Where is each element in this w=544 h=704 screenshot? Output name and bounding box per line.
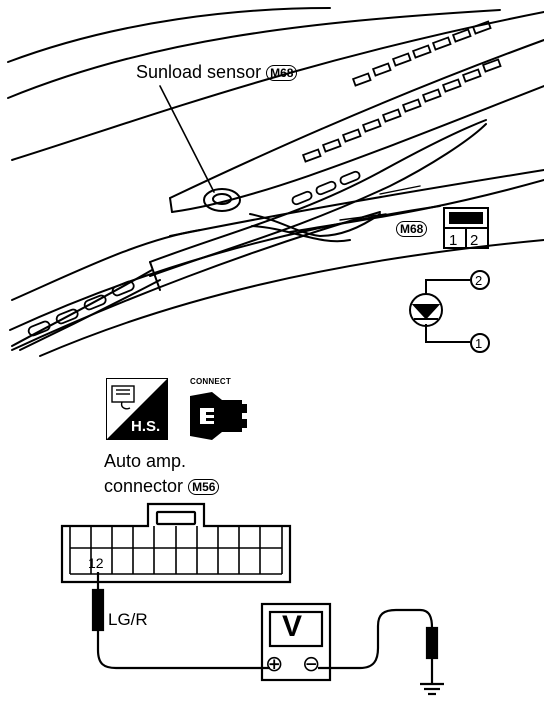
hs-badge-text: H.S. xyxy=(131,418,161,435)
auto-amp-connector-face xyxy=(60,502,292,584)
wiper-blade xyxy=(11,269,153,347)
sensor-connector-badge: M68 xyxy=(396,221,428,238)
diode-circuit xyxy=(409,270,490,353)
wiper-arm-2 xyxy=(149,123,487,277)
meter-minus-terminal: ⊖ xyxy=(302,652,321,677)
meter-plus-terminal: ⊕ xyxy=(265,652,284,677)
cowl-front xyxy=(169,197,173,213)
probe-wiring xyxy=(91,572,444,696)
cowl-vent-slots-lower xyxy=(27,280,135,337)
sensor-connector-face xyxy=(443,207,489,249)
sensor-leader-line xyxy=(159,85,215,193)
wiper-arm xyxy=(149,119,487,263)
auto-amp-connector-badge: M56 xyxy=(188,479,220,496)
wiper-link-2 xyxy=(251,225,351,243)
hood-line-4 xyxy=(289,179,544,233)
sensor-connector-pin-1: 1 xyxy=(449,232,457,249)
wire-color-label: LG/R xyxy=(108,610,148,629)
connect-plug-icon xyxy=(190,392,247,440)
windshield-edge-2 xyxy=(11,11,544,161)
sunload-sensor-body xyxy=(203,188,241,212)
windshield-edge-1 xyxy=(7,9,501,99)
wiper-link xyxy=(249,213,381,237)
cowl-vent-slots-middle xyxy=(291,170,361,206)
voltmeter xyxy=(260,602,332,682)
body-line-low xyxy=(11,229,201,301)
terminal-12-label: 12 xyxy=(88,555,104,571)
sunload-sensor-text: Sunload sensor xyxy=(136,62,262,82)
voltmeter-symbol: V xyxy=(282,610,303,643)
auto-amp-connector-text: connector xyxy=(104,476,184,496)
cowl-outline-lower xyxy=(171,85,544,213)
auto-amp-label-line2: connector M56 xyxy=(104,476,220,496)
sunload-sensor-label: Sunload sensor M68 xyxy=(136,62,298,82)
wiper-blade-2 xyxy=(19,279,161,351)
connect-label: CONNECT xyxy=(190,377,231,386)
cowl-vent-slots-upper xyxy=(301,20,502,163)
hood-line-2 xyxy=(11,211,381,351)
diode-pin-2-label: 2 xyxy=(475,273,482,288)
hood-line-3 xyxy=(39,239,544,357)
arrow-line xyxy=(379,185,421,195)
auto-amp-label-line1: Auto amp. xyxy=(104,451,187,471)
diode-pin-1-label: 1 xyxy=(475,336,482,351)
sunload-sensor-lens xyxy=(212,193,232,205)
cowl-outline-upper xyxy=(169,39,544,199)
harness-side-icon xyxy=(106,378,168,440)
wiper-pivot xyxy=(149,261,161,291)
sunload-sensor-connector-badge: M68 xyxy=(266,65,298,82)
sensor-connector-pin-2: 2 xyxy=(470,232,478,249)
windshield-edge-top xyxy=(7,7,331,63)
arrow-line-2 xyxy=(339,213,387,221)
sensor-connector-id: M68 xyxy=(396,218,428,238)
